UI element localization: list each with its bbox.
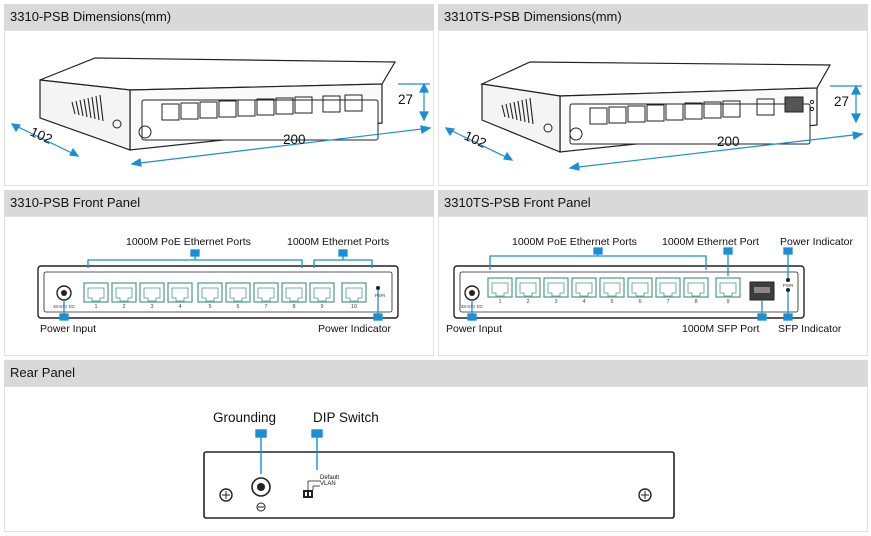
- port-number: 8: [292, 304, 295, 310]
- port-number: 9: [320, 304, 323, 310]
- label-eth-ports-left: 1000M Ethernet Ports: [287, 236, 390, 248]
- left-screw-icon: [219, 488, 233, 502]
- port-number: 9: [726, 299, 729, 305]
- label-eth-port-right: 1000M Ethernet Port: [662, 236, 759, 248]
- port-number: 7: [264, 304, 267, 310]
- switch-side-face: [39, 79, 131, 151]
- label-grounding: Grounding: [213, 410, 277, 425]
- port-number: 2: [526, 299, 529, 305]
- height-label-left: 27: [398, 92, 414, 107]
- header-front-right: 3310TS-PSB Front Panel: [438, 190, 868, 216]
- dc-marking: 48-57V DC: [461, 304, 484, 309]
- power-jack-icon: [138, 125, 152, 139]
- dc-marking: 48-57V DC: [53, 304, 76, 309]
- dip-switch-icon: [303, 480, 320, 498]
- port-number: 7: [666, 299, 669, 305]
- port-number: 4: [582, 299, 585, 305]
- header-dims-left: 3310-PSB Dimensions(mm): [4, 4, 434, 30]
- port-number: 10: [351, 304, 357, 310]
- port-number: 6: [236, 304, 239, 310]
- label-power-input-right: Power Input: [446, 323, 503, 335]
- grounding-terminal-icon: [251, 477, 271, 512]
- port-number: 3: [554, 299, 557, 305]
- label-sfp-port-right: 1000M SFP Port: [682, 323, 760, 335]
- port-number: 1: [498, 299, 501, 305]
- port-number: 5: [610, 299, 613, 305]
- sfp-slot-icon: [784, 96, 804, 113]
- power-led-icon: [376, 286, 380, 290]
- port-number: 1: [94, 304, 97, 310]
- port-number: 3: [150, 304, 153, 310]
- header-dims-right: 3310TS-PSB Dimensions(mm): [438, 4, 868, 30]
- dip-default-text: Default: [320, 475, 340, 481]
- port-number: 2: [122, 304, 125, 310]
- port-number: 4: [178, 304, 181, 310]
- right-screw-icon: [638, 488, 652, 502]
- label-power-input-left: Power Input: [40, 323, 97, 335]
- label-poe-ports-left: 1000M PoE Ethernet Ports: [126, 236, 251, 248]
- label-sfp-indicator-right: SFP Indicator: [778, 323, 842, 335]
- header-rear: Rear Panel: [4, 360, 868, 386]
- port-number: 8: [694, 299, 697, 305]
- dip-vlan-text: VLAN: [320, 481, 336, 487]
- width-label-right: 200: [717, 134, 740, 149]
- height-label-right: 27: [834, 94, 850, 109]
- port-number: 5: [208, 304, 211, 310]
- front-ports-left-dims: [161, 94, 363, 121]
- label-power-indicator-left: Power Indicator: [318, 323, 391, 335]
- pwr-marking: PWR: [783, 283, 794, 288]
- port-number: 6: [638, 299, 641, 305]
- header-front-left: 3310-PSB Front Panel: [4, 190, 434, 216]
- side-screw-icon: [112, 119, 122, 129]
- label-dip-switch: DIP Switch: [313, 410, 379, 425]
- width-label-left: 200: [283, 132, 306, 147]
- label-poe-ports-right: 1000M PoE Ethernet Ports: [512, 236, 637, 248]
- label-power-indicator-right: Power Indicator: [780, 236, 853, 248]
- depth-dim-line: [11, 123, 79, 157]
- side-vents-right: [501, 97, 534, 125]
- pwr-marking: PWR: [375, 293, 386, 298]
- width-dim-line: [131, 127, 431, 165]
- side-vents: [71, 94, 104, 122]
